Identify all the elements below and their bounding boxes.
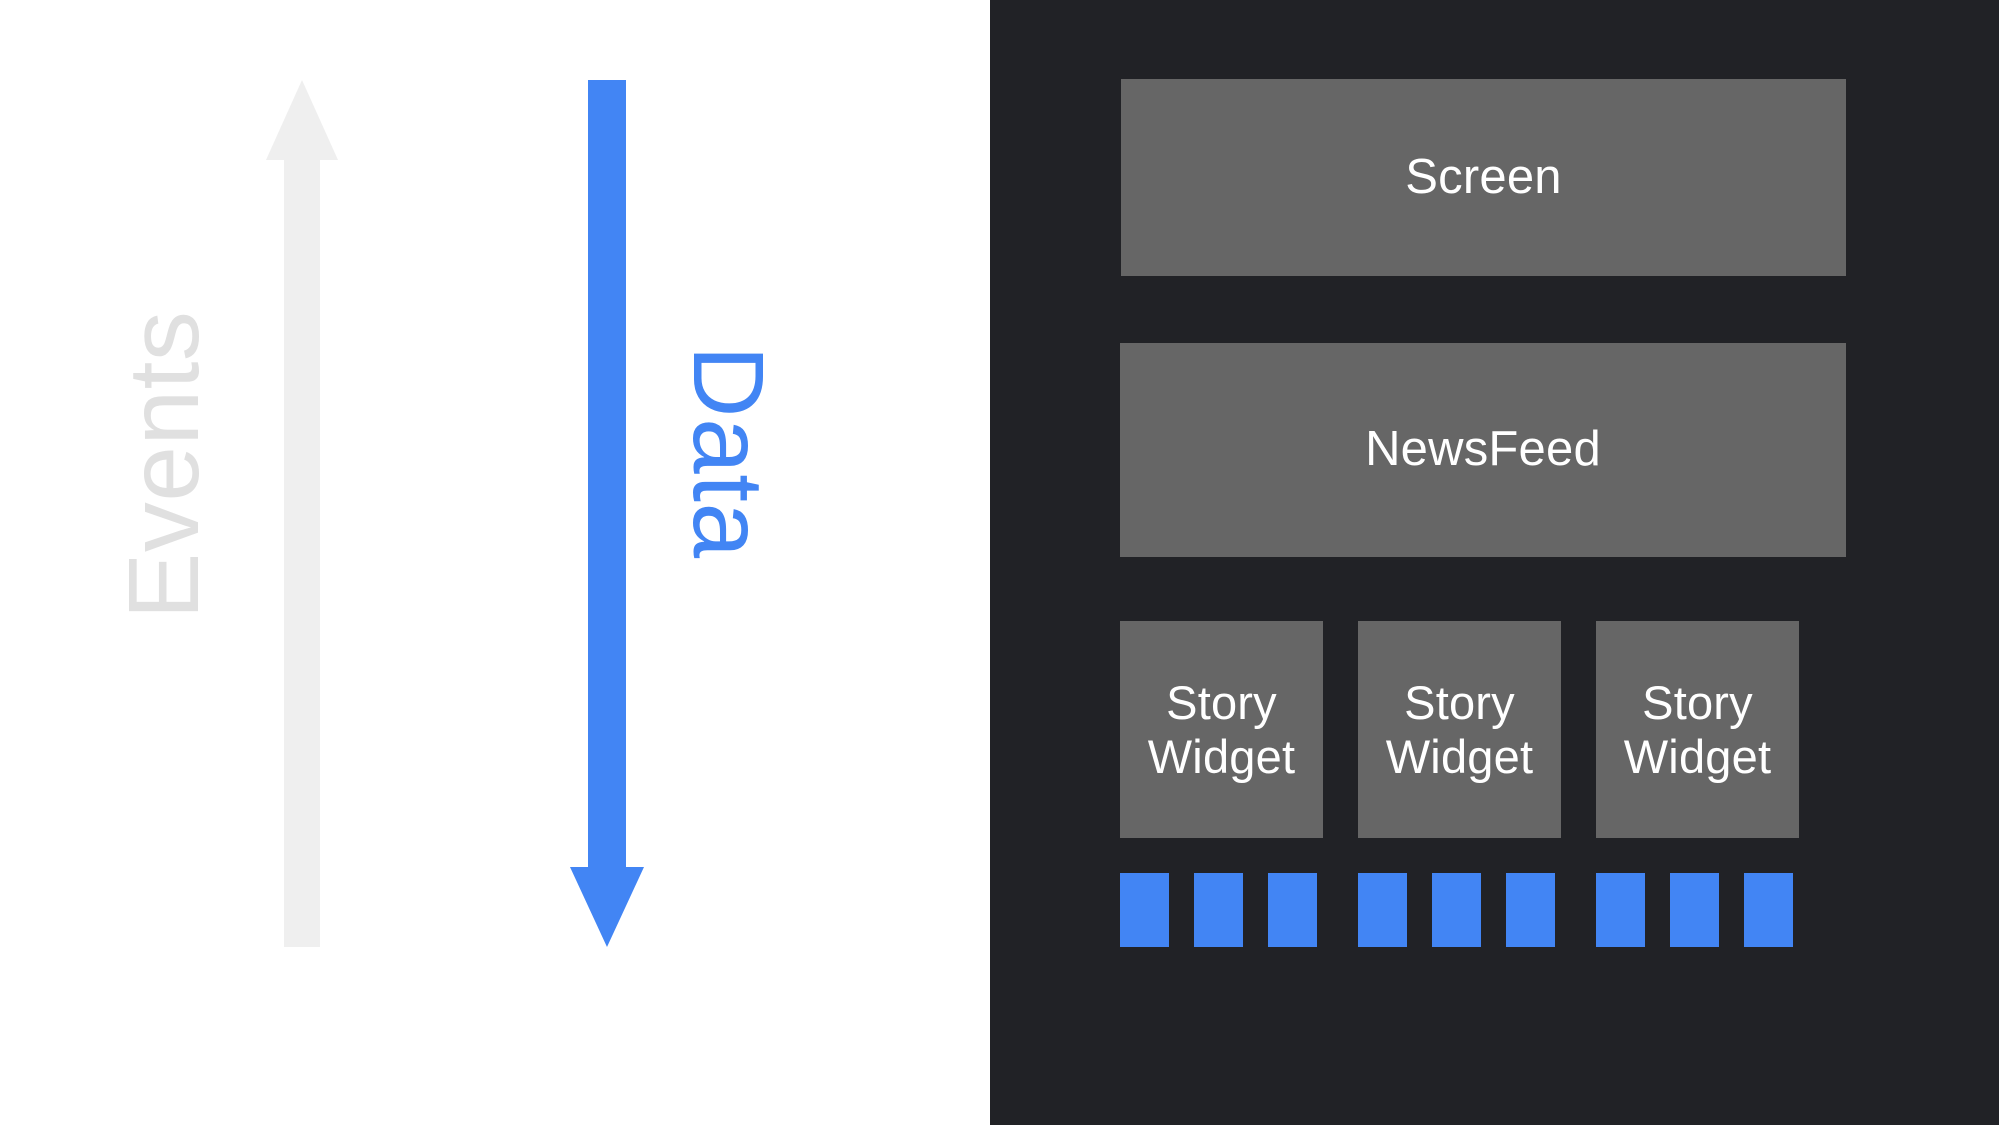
leaf-bar-3-2 bbox=[1670, 873, 1719, 947]
widget-tree-pane: Screen NewsFeed Story Widget Story Widge… bbox=[990, 0, 1999, 1125]
story-widget-box-3: Story Widget bbox=[1596, 621, 1799, 838]
leaf-bar-2-2 bbox=[1432, 873, 1481, 947]
leaf-bar-1-1 bbox=[1120, 873, 1169, 947]
story-widget-box-1: Story Widget bbox=[1120, 621, 1323, 838]
story-widget-label-line2: Widget bbox=[1385, 729, 1534, 783]
story-widget-label-line1: Story bbox=[1166, 676, 1277, 730]
leaf-bar-3-3 bbox=[1744, 873, 1793, 947]
story-widget-label-line1: Story bbox=[1404, 676, 1515, 730]
leaf-bar-3-1 bbox=[1596, 873, 1645, 947]
screen-box: Screen bbox=[1121, 79, 1846, 276]
story-widget-label-line2: Widget bbox=[1147, 729, 1296, 783]
flow-legend-pane: Events Data bbox=[0, 0, 990, 1125]
events-arrow-label: Events bbox=[108, 310, 220, 620]
story-widget-label-line1: Story bbox=[1642, 676, 1753, 730]
newsfeed-box: NewsFeed bbox=[1120, 343, 1846, 557]
data-arrow-label: Data bbox=[672, 345, 784, 559]
story-widget-label-line2: Widget bbox=[1623, 729, 1772, 783]
events-arrow bbox=[266, 80, 338, 947]
data-arrow bbox=[570, 80, 644, 947]
leaf-bar-1-2 bbox=[1194, 873, 1243, 947]
leaf-bar-2-1 bbox=[1358, 873, 1407, 947]
leaf-bar-2-3 bbox=[1506, 873, 1555, 947]
story-widget-box-2: Story Widget bbox=[1358, 621, 1561, 838]
leaf-bar-1-3 bbox=[1268, 873, 1317, 947]
